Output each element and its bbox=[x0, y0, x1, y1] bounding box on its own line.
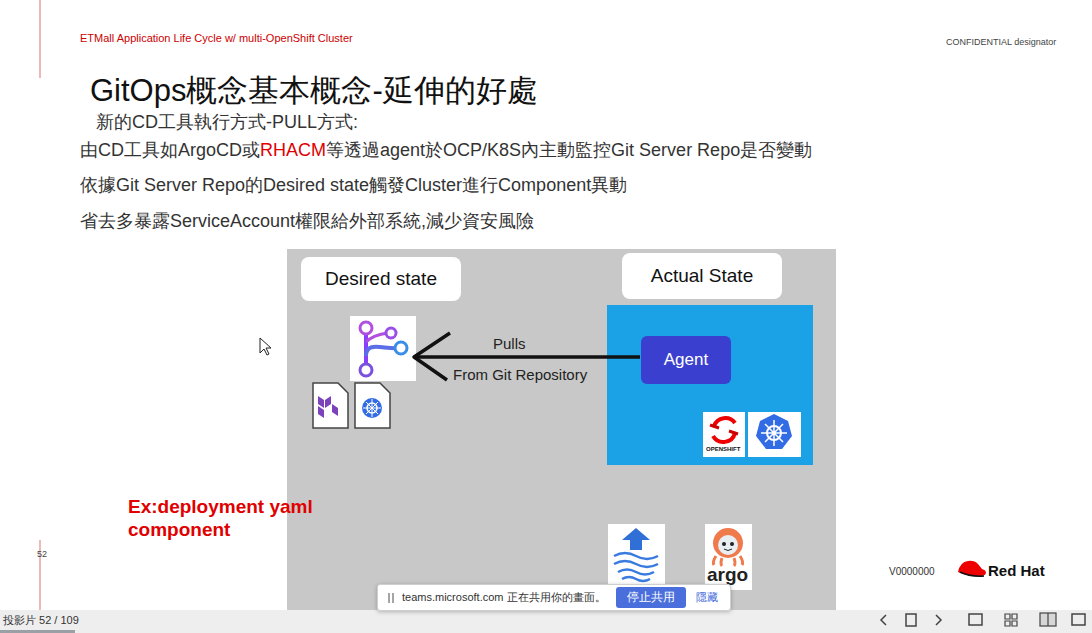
node-text: 隱藏 bbox=[696, 590, 718, 605]
git-icon bbox=[350, 316, 416, 381]
node-text: 停止共用 bbox=[627, 589, 675, 606]
brand-text: Red Hat bbox=[988, 562, 1045, 580]
tekton-logo bbox=[622, 528, 650, 550]
git-icon bbox=[360, 322, 372, 334]
mouse-cursor bbox=[260, 338, 271, 355]
redhat-logo bbox=[958, 561, 986, 576]
openshift-logo bbox=[710, 425, 738, 434]
status-bar bbox=[1072, 614, 1085, 625]
kubernetes-file-icon bbox=[355, 383, 390, 428]
argo-logo bbox=[722, 542, 726, 546]
mouse-cursor bbox=[260, 338, 271, 355]
status-bar bbox=[1005, 614, 1017, 626]
grip-icon bbox=[386, 592, 396, 604]
body-text: 新的CD工具執行方式-PULL方式: bbox=[96, 112, 358, 134]
status-bar bbox=[0, 610, 1092, 633]
body-text: 依據Git Server Repo的Desired state觸發Cluster… bbox=[80, 175, 627, 197]
logo-text: OPENSHIFT bbox=[706, 446, 740, 453]
redhat-logo bbox=[958, 561, 986, 576]
body-text: 省去多暴露ServiceAccount權限給外部系統,減少資安風險 bbox=[80, 211, 534, 233]
status-bar bbox=[881, 615, 941, 625]
kubernetes-file-icon bbox=[362, 398, 382, 418]
status-bar bbox=[1040, 613, 1056, 626]
cluster-panel bbox=[607, 305, 813, 465]
argo-logo bbox=[718, 535, 738, 555]
status-bar bbox=[906, 614, 916, 626]
tekton-logo bbox=[608, 524, 665, 586]
kubernetes-file-icon bbox=[355, 383, 390, 428]
kubernetes-file-icon bbox=[363, 399, 381, 417]
highlight-text: RHACM bbox=[260, 140, 326, 160]
status-bar bbox=[969, 614, 982, 625]
openshift-logo bbox=[703, 412, 745, 457]
text-line: 由CD工具如ArgoCD或RHACM等透過agent於OCP/K8S內主動監控G… bbox=[80, 139, 812, 161]
status-bar bbox=[0, 610, 1092, 633]
status-bar bbox=[1047, 613, 1048, 626]
argo-logo bbox=[724, 549, 732, 551]
kubernetes-logo bbox=[748, 412, 801, 457]
state-box: Desired state bbox=[301, 257, 461, 301]
tekton-logo bbox=[608, 524, 665, 586]
openshift-logo bbox=[714, 418, 735, 426]
git-icon bbox=[350, 316, 416, 381]
deck-header: ETMall Application Life Cycle w/ multi-O… bbox=[80, 32, 353, 45]
body-text: 等透過agent於OCP/K8S內主動監控Git Server Repo是否變動 bbox=[326, 140, 812, 160]
openshift-logo bbox=[713, 433, 735, 442]
confidential-mark: CONFIDENTIAL designator bbox=[946, 37, 1056, 48]
openshift-logo bbox=[703, 412, 745, 457]
argo-logo bbox=[705, 524, 752, 590]
terraform-file-icon bbox=[313, 383, 348, 428]
kubernetes-logo bbox=[748, 412, 801, 457]
slide-rule bbox=[39, 0, 41, 78]
arrow-shaft bbox=[416, 355, 640, 359]
slide-counter: 投影片 52 / 109 bbox=[3, 614, 79, 627]
node-text: Agent bbox=[664, 350, 708, 370]
git-icon bbox=[360, 364, 372, 376]
share-bar: teams.microsoft.com 正在共用你的畫面。 隱藏 停止共用 bbox=[377, 584, 731, 611]
terraform-file-icon bbox=[318, 396, 338, 418]
argo-logo bbox=[730, 542, 734, 546]
git-icon bbox=[386, 328, 396, 338]
state-box: Actual State bbox=[622, 253, 782, 299]
slide-title: GitOps概念基本概念-延伸的好處 bbox=[90, 70, 538, 112]
body-text: 由CD工具如ArgoCD或 bbox=[80, 140, 260, 160]
arrow-head bbox=[414, 333, 450, 380]
version-code: V0000000 bbox=[889, 566, 935, 578]
argo-logo bbox=[713, 528, 743, 558]
tekton-logo bbox=[614, 553, 658, 581]
agent-box: Agent bbox=[641, 336, 731, 384]
stop-button: 停止共用 bbox=[616, 587, 686, 608]
git-icon bbox=[395, 342, 407, 354]
status-bar bbox=[0, 630, 75, 633]
kubernetes-logo bbox=[761, 420, 787, 446]
slide-rule bbox=[40, 0, 41, 610]
arrow-label: From Git Repository bbox=[453, 366, 587, 384]
node-text: Actual State bbox=[651, 265, 753, 287]
redhat-logo bbox=[960, 572, 984, 576]
kubernetes-logo bbox=[756, 414, 792, 449]
arrow-label: Pulls bbox=[493, 335, 526, 353]
node-text: Desired state bbox=[325, 268, 437, 290]
example-note: Ex:deployment yaml component bbox=[128, 496, 343, 542]
argo-logo bbox=[705, 524, 752, 590]
diagram-panel bbox=[287, 249, 836, 610]
page-number: 52 bbox=[37, 549, 47, 560]
node-text: teams.microsoft.com 正在共用你的畫面。 bbox=[402, 590, 606, 605]
terraform-file-icon bbox=[313, 383, 348, 428]
grip-icon bbox=[389, 593, 393, 603]
